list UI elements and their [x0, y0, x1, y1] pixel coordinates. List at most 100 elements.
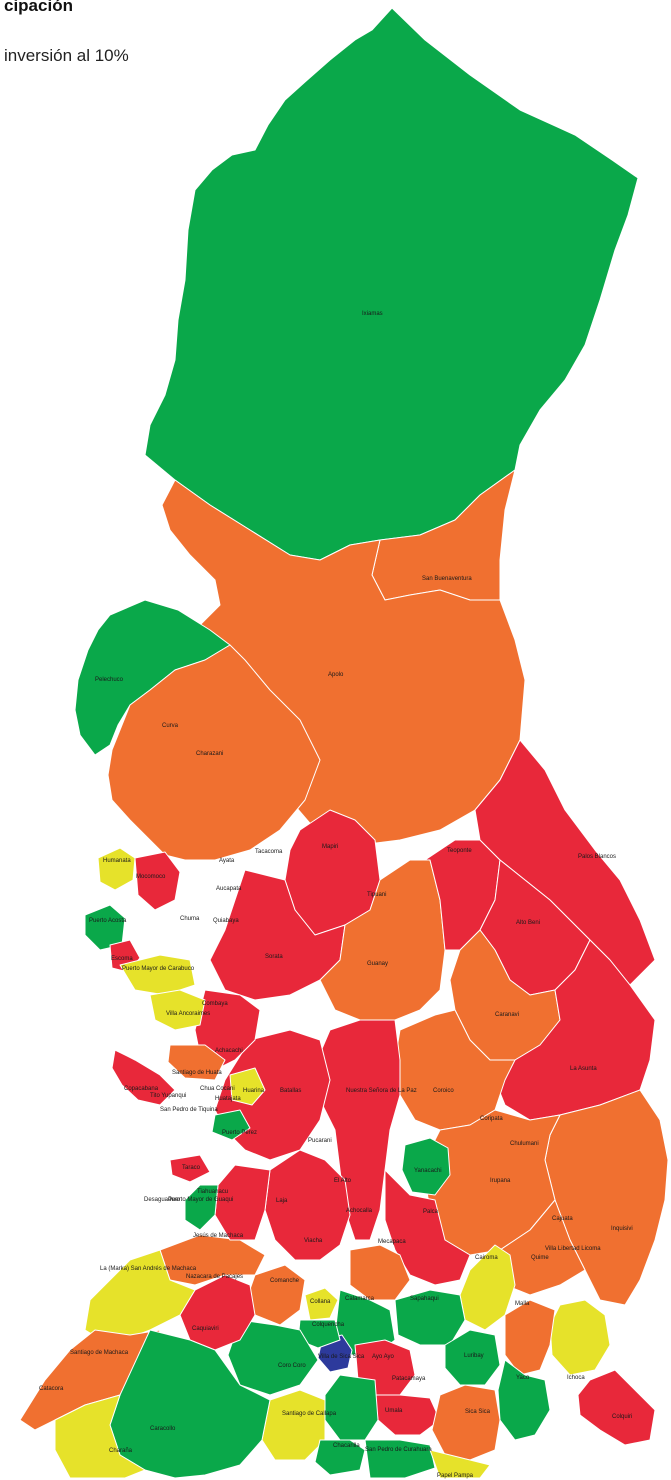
label-sicasica: Sica Sica [465, 1409, 491, 1415]
label-licoma: Villa Libertad Licoma [545, 1246, 601, 1252]
label-huata: Santiago de Huata [172, 1070, 222, 1076]
label-umala: Umala [385, 1408, 403, 1414]
label-quiabaya: Quiabaya [213, 918, 239, 924]
label-catacora: Catacora [39, 1386, 64, 1392]
region-collana[interactable] [304, 1287, 339, 1321]
label-nuestra-senora: Nuestra Señora de La Paz [346, 1088, 417, 1094]
region-yanacachi[interactable] [401, 1137, 451, 1196]
region-coroico[interactable] [394, 1009, 516, 1131]
region-sapahaqui[interactable] [394, 1289, 466, 1346]
region-viacha[interactable] [264, 1149, 351, 1261]
label-achocalla: Achocalla [346, 1208, 373, 1214]
label-aucapata: Aucapata [216, 886, 242, 892]
region-sorata[interactable] [209, 869, 346, 1001]
region-jesus-machaca[interactable] [159, 1234, 266, 1286]
label-colquiri: Colquiri [612, 1414, 632, 1420]
label-nazacara: Nazacara de Pacajes [186, 1274, 243, 1280]
label-taraco: Taraco [182, 1165, 201, 1171]
region-palca[interactable] [384, 1169, 471, 1286]
region-coro-coro[interactable] [227, 1319, 319, 1396]
region-mecapaca[interactable] [349, 1244, 411, 1301]
label-calamarca: Calamarca [345, 1296, 375, 1302]
region-pelechuco[interactable] [74, 599, 231, 756]
region-tiahuanacu[interactable] [184, 1184, 219, 1231]
region-chacarilla[interactable] [314, 1439, 366, 1476]
region-taraco[interactable] [169, 1154, 211, 1183]
label-teoponte: Teoponte [447, 848, 472, 854]
label-comanche: Comanche [270, 1278, 300, 1284]
label-tacacoma: Tacacoma [255, 849, 283, 855]
region-nuestra-senora[interactable] [314, 1019, 401, 1241]
label-desaguadero: Desaguadero [144, 1197, 181, 1203]
region-huarina[interactable] [229, 1067, 266, 1106]
region-copacabana[interactable] [111, 1049, 176, 1106]
label-ancoraimes: Villa Ancoraimes [166, 1011, 210, 1017]
label-copacabana: Copacabana [124, 1086, 159, 1092]
label-tipuani: Tipuani [367, 892, 386, 898]
label-coripata: Coripata [480, 1116, 503, 1122]
label-mapiri: Mapiri [322, 844, 338, 850]
label-callapa: Santiago de Callapa [282, 1411, 337, 1417]
label-chulumani: Chulumani [510, 1141, 539, 1147]
region-luribay[interactable] [444, 1329, 501, 1386]
label-pelechuco: Pelechuco [95, 677, 124, 683]
label-charana: Charaña [109, 1448, 133, 1454]
region-umala[interactable] [324, 1374, 379, 1441]
label-coro-coro: Coro Coro [278, 1363, 306, 1369]
label-inquisivi: Inquisivi [611, 1226, 633, 1232]
municipality-labels: Ixiamas San Buenaventura Apolo Pelechuco… [39, 311, 633, 1479]
label-caranavi: Caranavi [495, 1012, 519, 1018]
label-apolo: Apolo [328, 672, 344, 678]
label-guanay: Guanay [367, 961, 388, 967]
label-cairoma: Cairoma [475, 1255, 498, 1261]
region-comanche[interactable] [247, 1264, 306, 1326]
region-ixiamas[interactable] [144, 7, 639, 561]
label-sapahaqui: Sapahaqui [410, 1296, 439, 1302]
label-ixiamas: Ixiamas [362, 311, 383, 317]
label-palca: Palca [423, 1209, 439, 1215]
region-huata[interactable] [167, 1044, 226, 1081]
region-ichoca[interactable] [549, 1299, 611, 1376]
label-caracollo: Caracollo [150, 1426, 176, 1432]
region-charazani[interactable] [107, 644, 321, 861]
label-santiago-machaca: Santiago de Machaca [70, 1350, 129, 1356]
label-tito-yupanqui: Tito Yupanqui [150, 1093, 186, 1099]
label-chua-cocani: Chua Cocani [200, 1086, 235, 1092]
region-papel-pampa[interactable] [429, 1449, 491, 1479]
label-pucarani: Pucarani [308, 1138, 332, 1144]
label-batallas: Batallas [280, 1088, 301, 1094]
label-achacachi: Achacachi [215, 1048, 243, 1054]
region-sicasica[interactable] [431, 1384, 501, 1461]
region-ancoraimes[interactable] [149, 989, 206, 1031]
label-caquiaviri: Caquiaviri [192, 1326, 219, 1332]
region-caquiaviri[interactable] [179, 1274, 256, 1351]
map-subtitle: inversión al 10% [4, 46, 129, 65]
region-charana[interactable] [54, 1394, 146, 1479]
label-palos-blancos: Palos Blancos [578, 854, 616, 860]
label-jesus-machaca: Jesús de Machaca [193, 1233, 244, 1239]
region-yaco[interactable] [497, 1359, 551, 1441]
region-humanata[interactable] [97, 847, 136, 891]
label-quime: Quime [531, 1255, 549, 1261]
label-el-alto: El Alto [334, 1178, 352, 1184]
label-patacamaya: Patacamaya [392, 1376, 426, 1382]
region-puerto-perez[interactable] [211, 1109, 251, 1141]
region-colquiri[interactable] [577, 1369, 656, 1446]
region-patacamaya[interactable] [374, 1394, 441, 1436]
label-ayo-ayo: Ayo Ayo [372, 1354, 394, 1360]
label-tiahuanacu: Tiahuanacu [197, 1189, 228, 1195]
label-guaqui: Puerto Mayor de Guaqui [168, 1197, 233, 1203]
region-mocomoco[interactable] [134, 851, 181, 911]
region-curahuara[interactable] [364, 1439, 436, 1479]
label-carabuco: Puerto Mayor de Carabuco [122, 966, 195, 972]
label-coroico: Coroico [433, 1088, 454, 1094]
label-san-andres: La (Marka) San Andrés de Machaca [100, 1266, 197, 1272]
label-ayata: Ayata [219, 858, 235, 864]
region-callapa[interactable] [261, 1389, 326, 1461]
label-malla: Malla [515, 1301, 530, 1307]
region-carabuco[interactable] [119, 954, 196, 996]
label-humanata: Humanata [103, 858, 131, 864]
label-escoma: Escoma [111, 956, 133, 962]
label-curva: Curva [162, 723, 179, 729]
region-malla[interactable] [504, 1299, 556, 1376]
